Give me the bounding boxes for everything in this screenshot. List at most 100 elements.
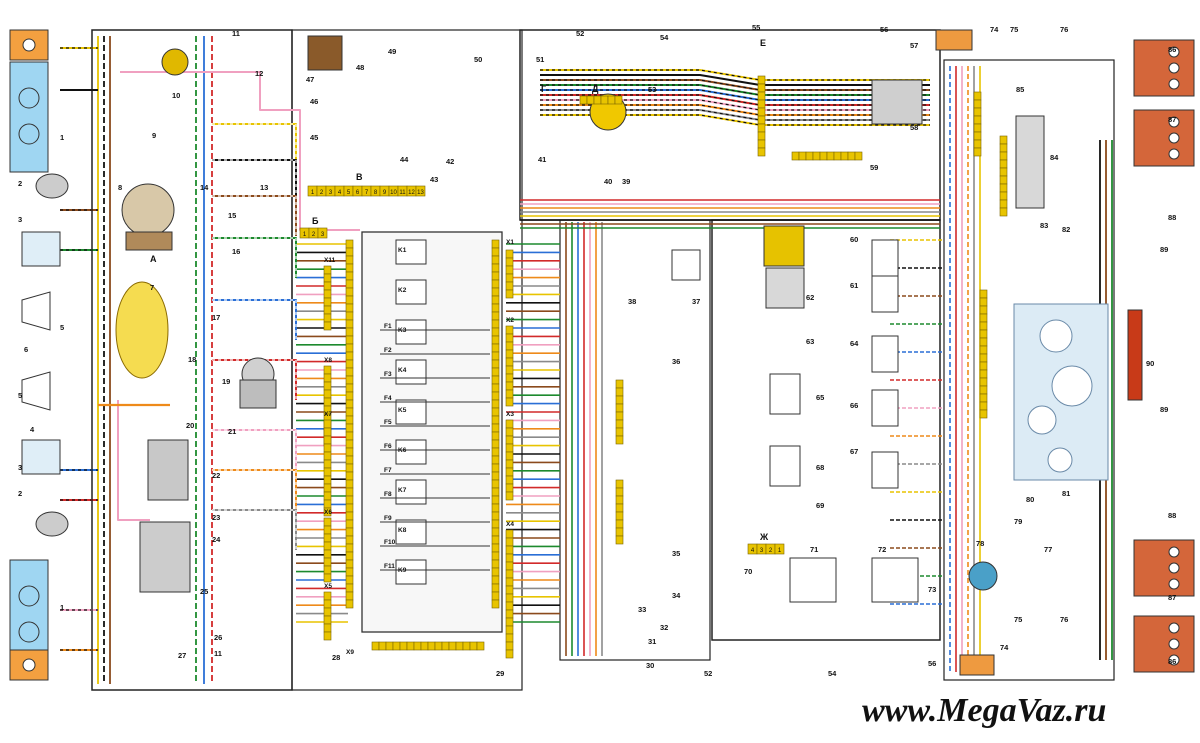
x2-strip-pin-9 — [505, 397, 514, 407]
mounting-block-left-strip-pin-0 — [345, 239, 354, 249]
dash-strip-a-pin-7 — [757, 131, 766, 141]
callout-repeat-2: 2 — [18, 489, 22, 498]
x4-strip-pin-2 — [505, 545, 514, 555]
control-strip-a-pin-5 — [615, 419, 624, 429]
callout-89: 89 — [1160, 245, 1168, 254]
rear-strip-cluster-pin-3 — [979, 313, 988, 323]
connector-label-x7: X7 — [324, 411, 332, 418]
control-strip-b-pin-1 — [615, 487, 624, 497]
callout-59: 59 — [870, 163, 878, 172]
rear-left-tail-lamp-lower-bulb-1 — [1168, 132, 1180, 144]
callout-repeat-54: 54 — [828, 669, 837, 678]
watermark: www.MegaVaz.ru — [862, 692, 1107, 729]
mounting-block-left-strip-pin-22 — [345, 415, 354, 425]
x5-strip-pin-4 — [323, 623, 332, 633]
callout-81: 81 — [1062, 489, 1070, 498]
mounting-block-left-strip-pin-13 — [345, 343, 354, 353]
x4-strip-pin-14 — [505, 641, 514, 651]
rear-strip-84-pin-7 — [999, 191, 1008, 201]
mounting-block-right-strip-pin-42 — [491, 575, 500, 585]
mounting-block-left-strip-pin-16 — [345, 367, 354, 377]
control-strip-b-pin-4 — [615, 511, 624, 521]
dash-strip-b-pin-2 — [805, 151, 814, 161]
x9-strip-pin-9 — [434, 641, 443, 651]
mounting-block-right-strip-pin-13 — [491, 343, 500, 353]
mounting-block-left-strip-pin-3 — [345, 263, 354, 273]
seat-heater-switch-1 — [769, 445, 801, 487]
mounting-block-left-strip-pin-21 — [345, 407, 354, 417]
relay-label: K5 — [398, 407, 407, 414]
callout-46: 46 — [310, 97, 318, 106]
callout-6: 6 — [24, 345, 28, 354]
callout-38: 38 — [628, 297, 636, 306]
mounting-block-right-strip-pin-28 — [491, 463, 500, 473]
relay-body-8 — [395, 519, 427, 545]
x4-strip-pin-10 — [505, 609, 514, 619]
callout-90: 90 — [1146, 359, 1154, 368]
section-letter-b: Б — [312, 216, 319, 226]
left-headlight — [9, 61, 49, 173]
x2-strip-pin-4 — [505, 357, 514, 367]
relay-label: K6 — [398, 447, 407, 454]
x9-strip-pin-6 — [413, 641, 422, 651]
connector-label-x1: X1 — [506, 239, 514, 246]
mounting-block-left-strip-pin-7 — [345, 295, 354, 305]
gauge-2 — [1027, 405, 1057, 435]
callout-75: 75 — [1010, 25, 1018, 34]
callout-62: 62 — [806, 293, 814, 302]
x4-strip-pin-5 — [505, 569, 514, 579]
dash-strip-b-pin-4 — [819, 151, 828, 161]
plate-lamp-lower — [959, 654, 995, 676]
x9-strip-pin-2 — [385, 641, 394, 651]
mounting-block-left-strip-pin-34 — [345, 511, 354, 521]
callout-66: 66 — [850, 401, 858, 410]
console-switch-4 — [871, 451, 899, 489]
rear-strip-85-pin-6 — [973, 139, 982, 149]
dash-strip-g-pin-0 — [579, 95, 588, 105]
connector-label-x8: X8 — [324, 357, 332, 364]
callout-25: 25 — [200, 587, 208, 596]
x11-strip-pin-7 — [323, 321, 332, 331]
x1-strip-pin-5 — [505, 289, 514, 299]
x3-strip-pin-9 — [505, 491, 514, 501]
rear-strip-84-pin-5 — [999, 175, 1008, 185]
block-b-pin-label: 1 — [303, 232, 307, 238]
x9-strip-pin-13 — [462, 641, 471, 651]
callout-repeat-75: 75 — [1014, 615, 1022, 624]
control-strip-b-pin-2 — [615, 495, 624, 505]
rear-right-tail-lamp-upper-bulb-2 — [1168, 578, 1180, 590]
mounting-block-right-strip-pin-31 — [491, 487, 500, 497]
mounting-block-right-strip-pin-3 — [491, 263, 500, 273]
component-layer — [9, 29, 1195, 681]
block-v-pin-13 — [415, 185, 426, 197]
dash-run-1-stripe — [540, 74, 930, 86]
rear-strip-cluster-pin-10 — [979, 369, 988, 379]
callout-30: 30 — [646, 661, 654, 670]
battery-icon — [139, 521, 191, 593]
section-letter-d: Д — [592, 84, 599, 94]
dash-strip-g-pin-5 — [614, 95, 623, 105]
callout-repeat-87: 87 — [1168, 593, 1176, 602]
callout-56: 56 — [880, 25, 888, 34]
dash-strip-b-pin-1 — [798, 151, 807, 161]
mounting-block-right-strip-pin-38 — [491, 543, 500, 553]
mounting-block-right-strip-pin-39 — [491, 551, 500, 561]
callout-78: 78 — [976, 539, 984, 548]
frame-layer — [91, 29, 1115, 691]
mounting-block-right-strip-pin-20 — [491, 399, 500, 409]
window-switch-1 — [871, 557, 919, 603]
callout-49: 49 — [388, 47, 396, 56]
x9-strip-pin-3 — [392, 641, 401, 651]
x9-strip-pin-1 — [378, 641, 387, 651]
rear-strip-84-pin-2 — [999, 151, 1008, 161]
rear-strip-84-pin-4 — [999, 167, 1008, 177]
gauge-0 — [1039, 319, 1073, 353]
callout-5: 5 — [60, 323, 64, 332]
rear-right-tail-lamp-upper — [1133, 539, 1195, 597]
mounting-block-left-strip-pin-26 — [345, 447, 354, 457]
dash-run-4-stripe — [540, 89, 930, 101]
mounting-block-left-strip-pin-8 — [345, 303, 354, 313]
mounting-block-left-strip-pin-2 — [345, 255, 354, 265]
callout-84: 84 — [1050, 153, 1059, 162]
mounting-block-right-strip-pin-30 — [491, 479, 500, 489]
